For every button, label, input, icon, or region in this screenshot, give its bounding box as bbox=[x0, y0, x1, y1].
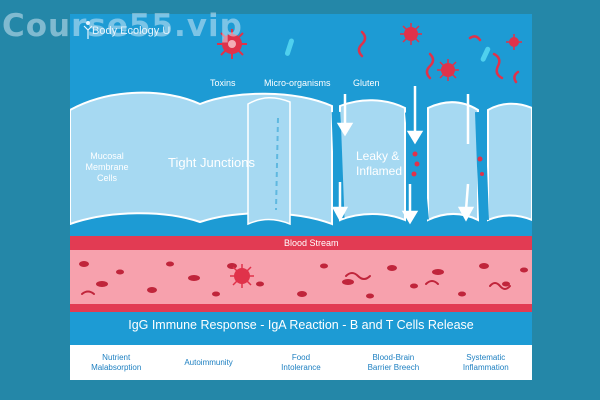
effect-blood-brain-barrier: Blood-Brain Barrier Breech bbox=[367, 352, 420, 372]
gut-cell-layer bbox=[70, 91, 532, 226]
effect-autoimmunity: Autoimmunity bbox=[184, 357, 233, 367]
blood-cells bbox=[79, 261, 528, 299]
label-leaky-line1: Leaky & bbox=[356, 149, 400, 163]
effects-bar: Nutrient Malabsorption Autoimmunity Food… bbox=[70, 345, 532, 380]
label-leaky-line2: Inflamed bbox=[356, 164, 403, 178]
label-micro-organisms: Micro-organisms bbox=[264, 78, 331, 88]
leaked-particles bbox=[411, 151, 484, 177]
gluten-strand-icon bbox=[81, 272, 511, 295]
gut-scene bbox=[70, 23, 532, 312]
infographic-panel: Body Ecology U Toxins Micro-organisms Gl… bbox=[70, 14, 532, 380]
virus-icon bbox=[230, 264, 254, 288]
label-tight-junctions: Tight Junctions bbox=[168, 155, 255, 170]
leaf-person-icon bbox=[83, 21, 93, 39]
gluten-strand-icon bbox=[357, 30, 520, 84]
watermark: Course55.vip bbox=[2, 8, 243, 44]
tight-junction-cells bbox=[247, 97, 291, 226]
effect-systematic-inflammation: Systematic Inflammation bbox=[462, 352, 509, 372]
junction-gap-4 bbox=[475, 111, 489, 221]
label-mucosal-cells: Mucosal Membrane Cells bbox=[85, 151, 129, 183]
virus-icon bbox=[437, 59, 459, 81]
label-leaky-inflamed: Leaky & Inflamed bbox=[356, 149, 402, 179]
label-blood-stream: Blood Stream bbox=[284, 238, 339, 248]
junction-gap-1 bbox=[275, 117, 279, 211]
virus-icon bbox=[217, 29, 247, 59]
virus-icon bbox=[400, 23, 422, 45]
blood-stream bbox=[70, 236, 532, 312]
brand-name: Body Ecology U bbox=[92, 25, 171, 37]
arrow-down-icon bbox=[331, 86, 475, 225]
label-toxins: Toxins bbox=[210, 78, 236, 88]
immune-response-heading: IgG Immune Response - IgA Reaction - B a… bbox=[128, 318, 474, 332]
leaky-cells-c bbox=[487, 102, 532, 222]
label-gluten: Gluten bbox=[353, 78, 380, 88]
leaky-cells-b bbox=[427, 101, 479, 222]
effect-nutrient-malabsorption: Nutrient Malabsorption bbox=[91, 352, 142, 372]
effect-food-intolerance: Food Intolerance bbox=[281, 352, 321, 372]
leaky-cells-a bbox=[339, 99, 406, 222]
virus-icon bbox=[506, 34, 522, 50]
